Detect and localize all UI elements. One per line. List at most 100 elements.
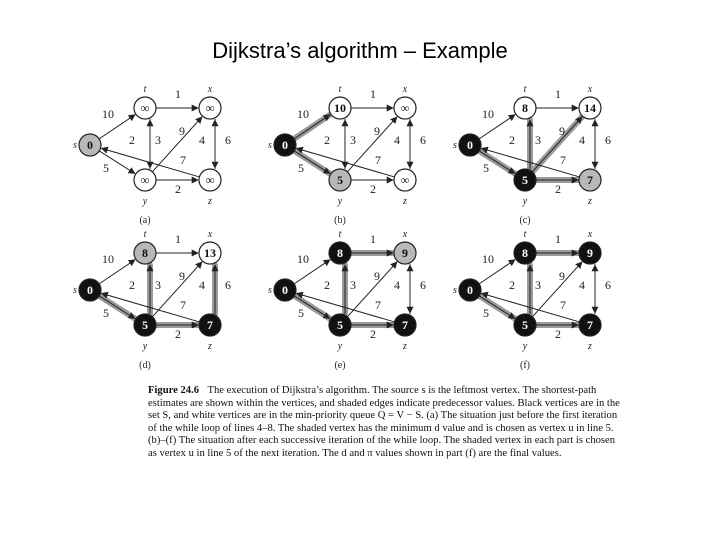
edge-weight-s-t: 10 (482, 252, 494, 266)
edge-weight-z-s: 7 (375, 153, 381, 167)
vertex-distance-s: 0 (87, 283, 93, 297)
edge-weight-s-y: 5 (483, 306, 489, 320)
edge-weight-y-t: 3 (155, 278, 161, 292)
vertex-z (198, 313, 222, 337)
edge-s-t (293, 259, 331, 285)
edge-weight-x-z: 4 (394, 133, 400, 147)
vertex-name-t: t (524, 229, 527, 240)
vertex-distance-z: 7 (587, 173, 593, 187)
edge-weight-y-t: 3 (350, 278, 356, 292)
vertex-name-t: t (339, 229, 342, 240)
vertex-distance-t: 8 (142, 246, 148, 260)
vertex-s (458, 278, 482, 302)
edge-weight-t-x: 1 (555, 87, 561, 101)
vertex-name-z: z (402, 196, 407, 207)
vertex-distance-x: ∞ (206, 101, 215, 115)
edge-y-x (531, 116, 583, 173)
vertex-name-s: s (73, 140, 77, 151)
edge-weight-y-t: 3 (350, 133, 356, 147)
edge-weight-y-x: 9 (559, 124, 565, 138)
vertex-distance-s: 0 (282, 283, 288, 297)
vertex-name-z: z (207, 341, 212, 352)
vertex-name-z: z (587, 196, 592, 207)
vertex-t (328, 241, 352, 265)
edge-s-y (294, 150, 331, 174)
vertex-name-s: s (453, 140, 457, 151)
panel-label: (d) (139, 360, 151, 371)
edge-y-x (531, 261, 583, 318)
edge-weight-y-x: 9 (374, 124, 380, 138)
vertex-name-t: t (524, 84, 527, 95)
vertex-y (328, 168, 352, 192)
vertex-name-x: x (587, 229, 593, 240)
vertex-t (133, 241, 157, 265)
vertex-name-y: y (337, 196, 343, 207)
edge-s-t (478, 114, 516, 140)
vertex-distance-y: ∞ (141, 173, 150, 187)
vertex-name-z: z (207, 196, 212, 207)
edge-z-s (480, 146, 580, 178)
vertex-name-y: y (337, 341, 343, 352)
edge-weight-t-x: 1 (175, 87, 181, 101)
vertex-name-s: s (453, 285, 457, 296)
edge-weight-y-t: 3 (155, 133, 161, 147)
edge-weight-z-s: 7 (560, 153, 566, 167)
edge-y-x (151, 116, 203, 173)
vertex-y (328, 313, 352, 337)
vertex-name-x: x (207, 229, 213, 240)
figure-label: Figure 24.6 (148, 385, 200, 396)
slide-title: Dijkstra’s algorithm – Example (212, 38, 508, 63)
edge-weight-x-z: 4 (579, 133, 585, 147)
edge-weight-y-z: 2 (175, 327, 181, 341)
edge-weight-x-z: 4 (199, 133, 205, 147)
vertex-distance-x: ∞ (401, 101, 410, 115)
edge-weight-s-y: 5 (103, 161, 109, 175)
edge-weight-t-x: 1 (370, 87, 376, 101)
edge-weight-s-t: 10 (102, 252, 114, 266)
vertex-distance-x: 9 (402, 246, 408, 260)
edge-weight-y-z: 2 (555, 327, 561, 341)
edge-weight-z-x: 6 (605, 133, 611, 147)
vertex-name-s: s (73, 285, 77, 296)
edge-y-x (346, 116, 398, 173)
edge-weight-z-x: 6 (605, 278, 611, 292)
vertex-s (273, 278, 297, 302)
vertex-name-x: x (402, 84, 408, 95)
edge-weight-s-t: 10 (297, 107, 309, 121)
panel-label: (b) (334, 215, 346, 226)
edge-weight-y-t: 3 (535, 133, 541, 147)
vertex-x (578, 241, 602, 265)
vertex-y (133, 168, 157, 192)
vertex-y (513, 313, 537, 337)
vertex-name-s: s (268, 285, 272, 296)
edge-weight-s-t: 10 (482, 107, 494, 121)
vertex-distance-s: 0 (282, 138, 288, 152)
edge-weight-y-x: 9 (374, 269, 380, 283)
vertex-x (393, 96, 417, 120)
edge-weight-y-x: 9 (559, 269, 565, 283)
vertex-name-s: s (268, 140, 272, 151)
edge-weight-x-z: 4 (579, 278, 585, 292)
edge-weight-t-y: 2 (509, 278, 515, 292)
edge-y-x (151, 261, 203, 318)
edge-weight-z-x: 6 (420, 278, 426, 292)
vertex-name-z: z (587, 341, 592, 352)
edge-weight-z-s: 7 (180, 153, 186, 167)
edge-z-s (480, 291, 580, 323)
edge-weight-y-z: 2 (370, 327, 376, 341)
vertex-distance-z: 7 (587, 318, 593, 332)
vertex-distance-t: 8 (337, 246, 343, 260)
vertex-distance-t: 10 (334, 101, 346, 115)
panel-label: (e) (334, 360, 345, 371)
vertex-name-y: y (522, 196, 528, 207)
vertex-distance-t: 8 (522, 101, 528, 115)
vertex-x (198, 241, 222, 265)
edge-weight-t-y: 2 (324, 278, 330, 292)
